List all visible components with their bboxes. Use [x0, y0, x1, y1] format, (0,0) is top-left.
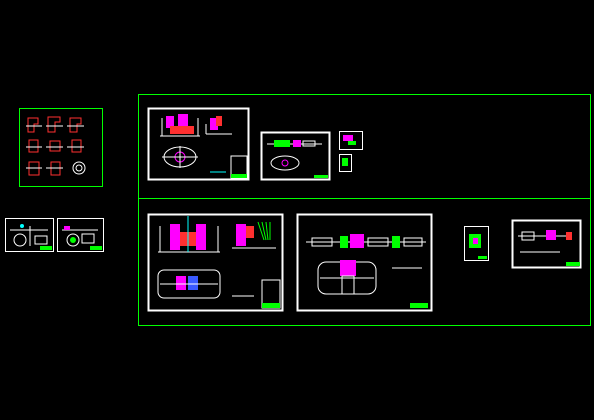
sheet-border — [296, 213, 433, 312]
title-block — [478, 256, 487, 259]
detail-green — [348, 141, 356, 145]
sheet-assembly-main-large[interactable] — [147, 213, 284, 312]
part-details — [26, 125, 86, 175]
sheet-content — [10, 226, 48, 247]
sheet-border — [147, 107, 250, 181]
shaft-elevation — [306, 234, 426, 248]
sheet-border — [57, 218, 104, 252]
cyan-marker — [20, 224, 24, 228]
sheet-border — [511, 219, 582, 269]
plan-view — [270, 155, 300, 171]
front-view — [160, 114, 200, 137]
magenta-marker — [64, 226, 70, 230]
title-block — [314, 175, 328, 178]
sheet-border — [339, 131, 363, 150]
detail — [342, 158, 348, 166]
side-view — [205, 116, 232, 135]
sheet-border — [464, 226, 489, 261]
title-block — [40, 246, 52, 250]
shaft-view — [267, 140, 322, 147]
rail-view — [518, 230, 572, 253]
layout-frames — [19, 94, 591, 326]
sheet-assembly-upper-small[interactable] — [260, 131, 331, 181]
part-outlines — [27, 116, 82, 176]
sheet-tiny-b[interactable] — [339, 154, 352, 172]
sheet-assembly-upper[interactable] — [147, 107, 250, 181]
title-block — [566, 262, 580, 266]
sheet-tiny-a[interactable] — [339, 131, 363, 150]
plan-view — [157, 269, 221, 299]
title-block — [410, 303, 428, 308]
sheet-border — [339, 154, 352, 172]
frame-parts-grid — [19, 108, 103, 187]
title-block — [262, 303, 280, 308]
front-view — [158, 216, 220, 253]
side-view — [232, 221, 276, 249]
title-block — [90, 246, 102, 250]
title-block — [231, 174, 247, 178]
sheet-right-rail[interactable] — [511, 219, 582, 269]
sheet-border — [5, 218, 54, 252]
sheet-border — [147, 213, 284, 312]
detail — [343, 135, 353, 141]
plan-view — [317, 260, 377, 295]
detail-magenta — [473, 238, 478, 244]
sheet-small-left-b[interactable] — [57, 218, 104, 252]
sheet-small-left-a[interactable] — [5, 218, 54, 252]
plan-view — [162, 146, 198, 168]
green-marker — [70, 237, 76, 243]
sheet-tiny-c[interactable] — [464, 226, 489, 261]
sheet-parts-detail-grid[interactable] — [26, 116, 86, 176]
sheet-border — [260, 131, 331, 181]
sheet-assembly-long-shaft[interactable] — [296, 213, 433, 312]
frame-lower-row — [138, 198, 591, 326]
